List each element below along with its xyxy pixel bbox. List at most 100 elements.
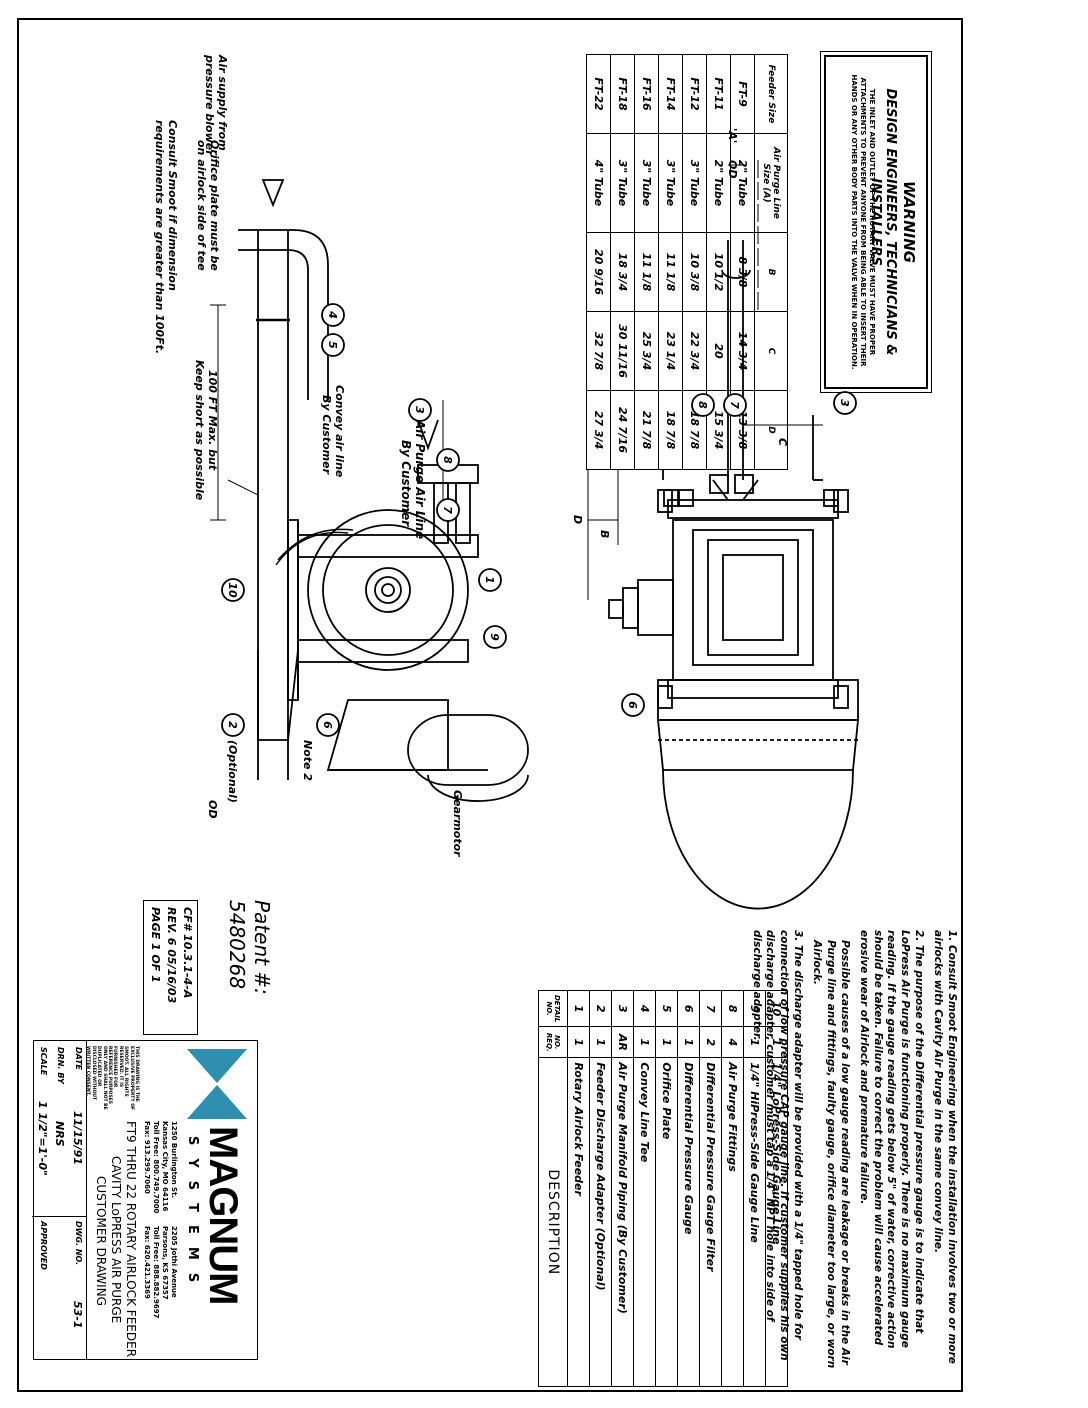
cell: Differential Pressure Gauge Filter xyxy=(699,1057,722,1387)
cell: 3 xyxy=(611,990,634,1027)
revision-block: CF# 10.3.1-4-A REV. 6 05/16/03 PAGE 1 OF… xyxy=(143,900,198,1035)
cell: 1 xyxy=(589,1026,612,1058)
cell: 8 xyxy=(721,990,744,1027)
callout-label: 8 xyxy=(696,401,709,409)
callout-label: 2 xyxy=(226,721,239,729)
note2-label: Note 2 xyxy=(301,740,314,781)
callout-label: 3 xyxy=(413,406,426,414)
cell: Differential Pressure Gauge xyxy=(677,1057,700,1387)
top-view xyxy=(587,160,859,910)
a-od-top-label: 'A' xyxy=(726,128,739,144)
dwg-no-value: 53-1 xyxy=(71,1301,84,1329)
title-block: MAGNUM SYSTEMS 1250 Burlington St. Kansa… xyxy=(32,1040,258,1360)
address-2: Kansas City, MO 64116 xyxy=(161,1121,169,1212)
callout-9-side: 9 xyxy=(483,625,507,649)
orifice-label-1: Orifice plate must be xyxy=(208,140,221,271)
cell: AR xyxy=(611,1026,634,1058)
cell: Convey Line Tee xyxy=(633,1057,656,1387)
cell: 10 xyxy=(765,990,788,1027)
callout-label: 8 xyxy=(441,456,454,464)
scale-value: 1 1/2"=1'-0" xyxy=(36,1101,49,1176)
convey-air-line-label: Convey air line xyxy=(333,385,346,478)
cell: 4 xyxy=(721,1026,744,1058)
address-3: Toll Free: 800.749.7000 xyxy=(152,1121,160,1214)
dwg-no-label: DWG. NO. xyxy=(74,1221,83,1266)
air-purge-line-label: Air Purge Air Line xyxy=(413,420,427,540)
page-number: PAGE 1 OF 1 xyxy=(149,907,162,983)
address-8: Fax: 620.421.3369 xyxy=(143,1226,151,1299)
title-line-2: CAVITY LoPRESS AIR PURGE xyxy=(109,1156,123,1324)
callout-3-side: 3 xyxy=(408,398,432,422)
side-view xyxy=(210,179,529,802)
note-1: 1. Consult Smoot Engineering when the in… xyxy=(932,930,958,1364)
callout-label: 1 xyxy=(483,576,496,584)
parts-header-row: DETAIL NO. NO. REQ. DESCRIPTION xyxy=(538,990,568,1387)
gearmotor-label: Gearmotor xyxy=(451,790,464,857)
air-supply-label-1: Air supply from xyxy=(216,55,229,151)
hundred-ft-label-2: Keep short as possible xyxy=(193,360,206,501)
date-value: 11/15/91 xyxy=(71,1111,84,1165)
air-purge-by-customer: By Customer xyxy=(399,440,413,527)
callout-4-side: 4 xyxy=(321,303,345,327)
confidential-note: THIS DRAWING IS THE EXCLUSIVE PROPERTY O… xyxy=(85,1046,139,1111)
address-4: Fax: 913.299.7060 xyxy=(143,1121,151,1194)
magnum-logo-icon xyxy=(187,1049,247,1119)
cell: 9 xyxy=(743,990,766,1027)
callout-label: 7 xyxy=(441,506,454,514)
optional-label: (Optional) xyxy=(226,740,239,803)
callout-label: 3 xyxy=(838,399,851,407)
callout-8-side: 8 xyxy=(436,448,460,472)
address-7: Toll Free: 888.882.9697 xyxy=(152,1226,160,1319)
cell: 1 xyxy=(677,1026,700,1058)
callout-label: 6 xyxy=(626,701,639,709)
callout-3-top: 3 xyxy=(833,391,857,415)
callout-8-top: 8 xyxy=(691,393,715,417)
callout-label: 9 xyxy=(488,633,501,641)
consult-label-1: Consult Smoot if dimension xyxy=(166,120,179,291)
cell: 6 xyxy=(677,990,700,1027)
cell: 1/4" LoPress-Side Gauge Line xyxy=(765,1057,788,1387)
orifice-label-2: on airlock side of tee xyxy=(195,140,208,271)
cell: 1/4" HiPress-Side Gauge Line xyxy=(743,1057,766,1387)
callout-6-top: 6 xyxy=(621,693,645,717)
callout-10-side: 10 xyxy=(221,578,245,602)
revision-number: REV. 6 05/16/03 xyxy=(165,907,178,1004)
drawn-by-label: DRN. BY xyxy=(56,1047,65,1084)
cell: 7 xyxy=(699,990,722,1027)
cell: 1 xyxy=(567,990,590,1027)
title-line-1: FT9 THRU 22 ROTARY AIRLOCK FEEDER xyxy=(124,1121,138,1358)
callout-7-top: 7 xyxy=(723,393,747,417)
od-top-label: OD xyxy=(726,160,739,179)
cell: 1 xyxy=(633,1026,656,1058)
cf-number: CF# 10.3.1-4-A xyxy=(181,907,194,999)
cell: Feeder Discharge Adapter (Optional) xyxy=(589,1057,612,1387)
callout-1-side: 1 xyxy=(478,568,502,592)
callout-label: 6 xyxy=(321,721,334,729)
callout-label: 10 xyxy=(226,582,239,598)
description-header: DESCRIPTION xyxy=(538,1057,568,1387)
company-sub: SYSTEMS xyxy=(185,1136,200,1296)
callout-label: 7 xyxy=(728,401,741,409)
cell: Rotary Airlock Feeder xyxy=(567,1057,590,1387)
callout-2-side: 2 xyxy=(221,713,245,737)
approved-label: APPROVED xyxy=(39,1221,48,1270)
title-line-3: CUSTOMER DRAWING xyxy=(94,1176,108,1306)
dim-d-label: D xyxy=(571,515,584,525)
hundred-ft-label-1: 100 FT Max. but xyxy=(206,370,219,471)
address-5: 2205 Jothi Avenue xyxy=(170,1226,178,1298)
callout-7-side: 7 xyxy=(436,498,460,522)
